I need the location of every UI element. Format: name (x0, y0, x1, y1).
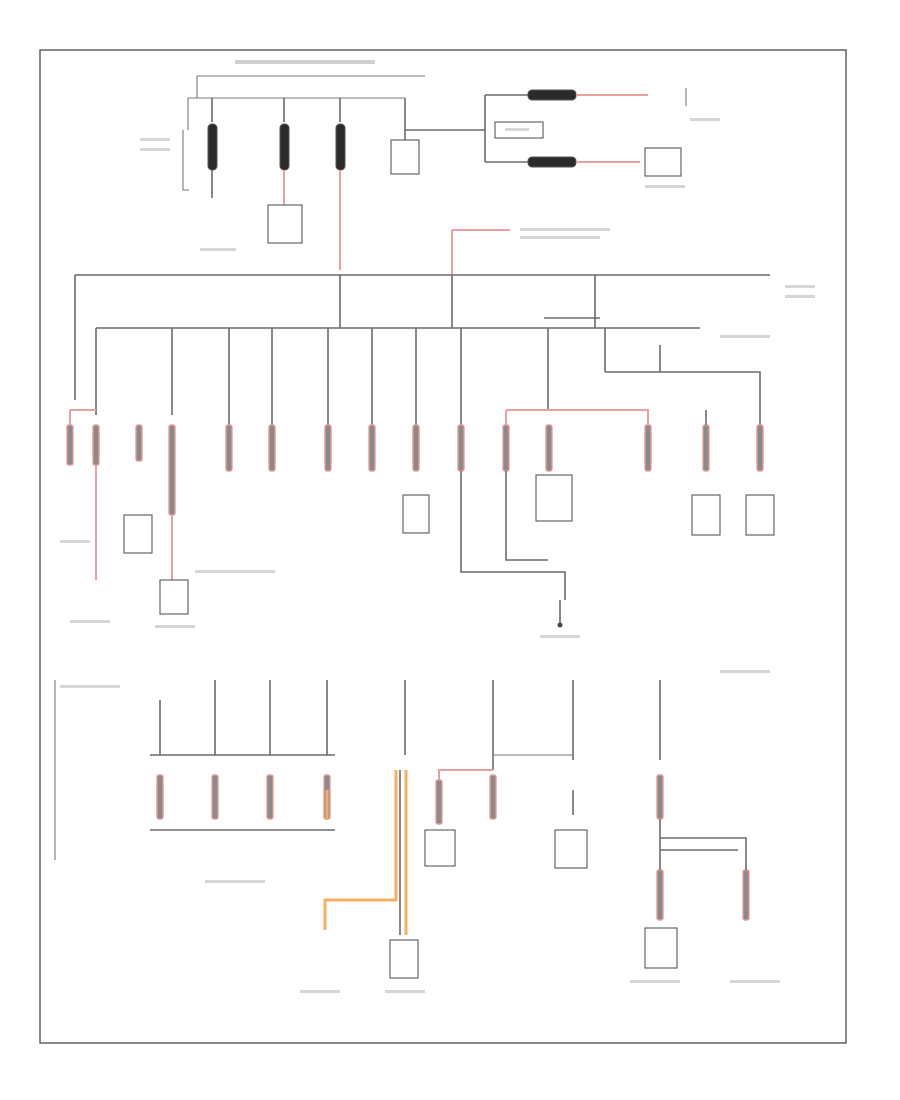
fuse-link-3 (335, 123, 346, 171)
generator-component (267, 204, 303, 244)
fuse-i (412, 424, 420, 472)
fuse-w (656, 869, 664, 921)
battery-fuse-top (527, 89, 577, 101)
fuse-block-component (644, 147, 682, 177)
module-box-8 (644, 927, 678, 969)
fuse-c (135, 424, 143, 462)
fuse-u (489, 774, 497, 820)
fuse-v (656, 774, 664, 820)
fuse-a (66, 424, 74, 466)
fuse-q (211, 774, 219, 820)
relay-box-1 (123, 514, 153, 554)
relay-switch-box (535, 474, 573, 522)
fuse-r (266, 774, 274, 820)
fuse-link-2 (279, 123, 290, 171)
module-box-5 (424, 829, 456, 867)
fuse-n (702, 424, 710, 472)
fuse-b (92, 424, 100, 466)
module-box-4 (745, 494, 775, 536)
faint-labels (60, 60, 815, 993)
diagram-frame (39, 49, 847, 1044)
battery-feed-section (182, 75, 687, 270)
fuse-d (168, 424, 176, 516)
starter-component (390, 139, 420, 175)
battery-fuse-bottom (527, 156, 577, 168)
main-distribution (74, 229, 770, 400)
fuse-k (502, 424, 510, 472)
fuse-h (368, 424, 376, 472)
fuse-g (324, 424, 332, 472)
fuse-t (435, 779, 443, 825)
upper-fuse-row (66, 328, 775, 628)
fuse-f (268, 424, 276, 472)
module-box-6 (554, 829, 588, 869)
fuse-j (457, 424, 465, 472)
module-box-3 (691, 494, 721, 536)
fuse-l (545, 424, 553, 472)
fuse-link-1 (207, 123, 218, 171)
lower-fuse-row (54, 680, 750, 979)
fuse-x (742, 869, 750, 921)
fuse-m (644, 424, 652, 472)
fuse-o (756, 424, 764, 472)
fuse-e (225, 424, 233, 472)
fuse-p (156, 774, 164, 820)
module-box-2 (402, 494, 430, 534)
module-box-1 (159, 579, 189, 615)
module-box-7 (389, 939, 419, 979)
ground-junction (557, 622, 563, 628)
